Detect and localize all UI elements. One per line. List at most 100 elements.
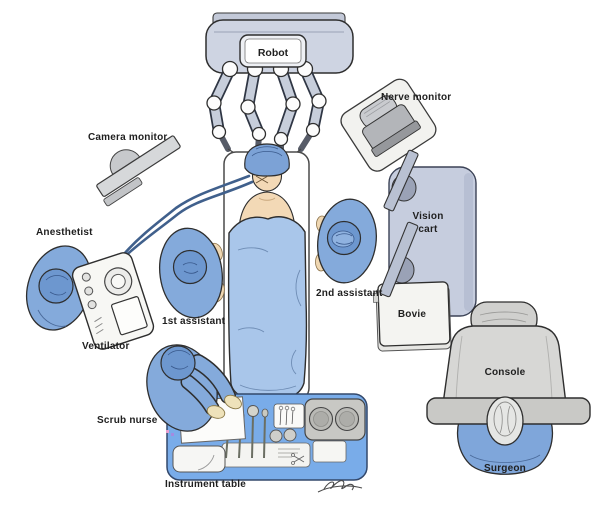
first-assistant-cap — [172, 249, 208, 285]
joint — [206, 95, 222, 111]
artist-signature — [317, 480, 363, 493]
joint — [285, 96, 301, 112]
small-bowl — [283, 428, 297, 442]
joint — [273, 131, 289, 147]
camera-monitor — [96, 135, 181, 207]
ventilator-vents — [94, 316, 104, 335]
joint — [251, 126, 267, 142]
tube-1 — [119, 180, 254, 262]
small-bowl — [269, 429, 283, 443]
color-mark-violet — [171, 433, 174, 436]
color-mark-pink — [166, 430, 169, 433]
fold — [239, 384, 297, 391]
patient-blanket — [227, 216, 308, 401]
nerve-monitor-vents — [363, 99, 391, 118]
label-surgeon: Surgeon — [484, 463, 526, 474]
tray-curve — [197, 454, 215, 471]
label-vision-cart-line2: cart — [418, 224, 438, 235]
ventilator-knob — [87, 300, 97, 310]
label-bovie: Bovie — [398, 309, 426, 320]
sleeve — [191, 355, 235, 403]
fold — [291, 349, 297, 375]
scrub-nurse-cap — [160, 345, 196, 381]
round-head-instrument — [247, 405, 259, 417]
ventilator-tubes — [119, 174, 254, 262]
tube-2 — [122, 174, 251, 256]
robot-cart — [205, 12, 354, 164]
cap-lines — [335, 233, 353, 245]
bovie-device — [372, 281, 452, 352]
bowl-inner — [313, 411, 329, 427]
vision-cart-monitor-upper — [383, 149, 419, 212]
label-robot: Robot — [258, 47, 289, 59]
robot-arm-joints — [206, 60, 327, 147]
label-vision-cart-line1: Vision — [412, 211, 443, 222]
robot-label-plate-inner — [244, 38, 302, 64]
camera-monitor-screen — [96, 135, 181, 197]
ventilator-knob — [84, 286, 94, 296]
fold — [237, 327, 265, 333]
joint — [211, 124, 227, 140]
ventilator-dial-inner — [110, 273, 126, 289]
cap-lines — [167, 350, 191, 370]
joint — [240, 99, 256, 115]
joint — [311, 93, 327, 109]
camera-monitor-base — [103, 177, 143, 207]
camera-monitor-mount — [109, 149, 141, 176]
ventilator-body — [71, 252, 155, 350]
cap-lines — [182, 262, 199, 274]
console-body — [442, 325, 567, 405]
label-console: Console — [485, 367, 526, 378]
sleeve — [182, 376, 218, 414]
surgeon-cap-lines — [499, 405, 511, 434]
instrument-strip — [221, 442, 311, 468]
label-anesthetist: Anesthetist — [36, 227, 93, 238]
anesthetist-cap — [38, 268, 74, 304]
patient-tube-tape — [255, 175, 269, 184]
scissors-ring — [291, 461, 295, 465]
probe — [263, 415, 266, 459]
scrub-nurse-person — [146, 344, 242, 432]
fold — [237, 247, 269, 253]
probe — [251, 415, 254, 459]
joint — [221, 60, 239, 78]
blanket-folds — [237, 247, 302, 391]
bovie-front — [377, 281, 451, 347]
tray-instruments — [279, 409, 294, 426]
surgeon-gown-fold — [469, 454, 541, 463]
hand — [224, 394, 242, 410]
bovie-tab — [372, 292, 379, 303]
label-second-assistant: 2nd assistant — [316, 288, 383, 299]
patient-cap — [244, 143, 290, 177]
anesthetist-person — [26, 245, 92, 331]
second-assistant-person — [315, 198, 377, 284]
scissors-ring — [291, 453, 295, 457]
console-group — [426, 301, 591, 475]
first-assistant-person — [159, 227, 225, 319]
bowl-inner — [339, 411, 355, 427]
surgeon-head — [486, 396, 524, 446]
white-tray — [172, 445, 226, 473]
label-ventilator: Ventilator — [82, 341, 130, 352]
console-body-creases — [455, 335, 553, 401]
nerve-monitor — [340, 78, 437, 172]
surgeon-cap-inner — [493, 401, 517, 437]
vision-cart-monitor-lower — [379, 221, 419, 298]
strip-scribbles — [278, 448, 300, 458]
cap-lines — [45, 275, 69, 296]
nerve-monitor-front — [371, 120, 421, 157]
ventilator-device — [71, 252, 155, 350]
ventilator-screen — [110, 296, 148, 336]
probe-head — [261, 408, 269, 418]
label-first-assistant: 1st assistant — [162, 316, 226, 327]
vision-cart-shading — [464, 173, 473, 311]
patient-neck-line — [258, 197, 276, 201]
tray-instrument-ring — [278, 405, 284, 411]
gown-fold — [37, 309, 67, 327]
label-instrument-table: Instrument table — [165, 479, 246, 490]
robot-arm-1 — [208, 63, 248, 162]
gauze-pack — [312, 440, 347, 463]
scissors-icon — [293, 455, 305, 463]
